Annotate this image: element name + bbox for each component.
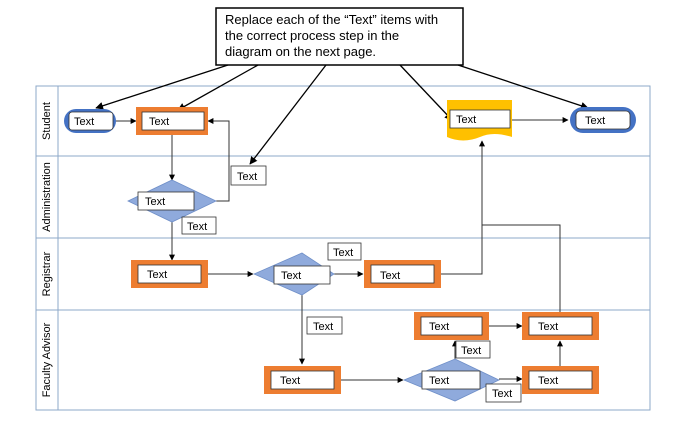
faculty-down-label-text: Text <box>313 321 333 333</box>
admin-text-label-text: Text <box>237 171 257 183</box>
flow-connectors <box>116 117 569 383</box>
admin-branch-label: Text <box>181 216 217 235</box>
faculty-up-label: Text <box>455 340 491 359</box>
registrar-task-1-label: Text <box>147 269 167 281</box>
registrar-task-1: Text <box>131 260 208 288</box>
faculty-task-bottom-label: Text <box>280 375 300 387</box>
student-task-box: Text <box>136 107 208 135</box>
faculty-no-label-text: Text <box>492 388 512 400</box>
faculty-task-top: Text <box>414 312 489 340</box>
faculty-up-label-text: Text <box>461 345 481 357</box>
callout-line-3: diagram on the next page. <box>225 44 376 59</box>
lane-label-faculty-advisor: Faculty Advisor <box>41 322 53 397</box>
lane-label-student: Student <box>41 102 53 140</box>
student-start-label: Text <box>74 116 94 128</box>
lane-label-administration: Administration <box>41 162 53 232</box>
faculty-task-bottom-right-label: Text <box>538 375 558 387</box>
registrar-task-2: Text <box>364 260 441 288</box>
registrar-decision-diamond: Text <box>253 252 335 296</box>
faculty-task-bottom: Text <box>264 366 341 394</box>
admin-decision-label: Text <box>145 196 165 208</box>
lane-label-registrar: Registrar <box>41 251 53 296</box>
faculty-task-top-right: Text <box>522 312 599 340</box>
student-document-label: Text <box>456 114 476 126</box>
instruction-callout: Replace each of the “Text” items with th… <box>215 7 464 66</box>
student-start-terminator: Text <box>64 109 116 133</box>
registrar-branch-label: Text <box>327 242 362 261</box>
student-task-label: Text <box>149 116 169 128</box>
admin-branch-label-text: Text <box>187 221 207 233</box>
faculty-task-top-label: Text <box>429 321 449 333</box>
faculty-down-label: Text <box>306 316 343 335</box>
registrar-decision-label: Text <box>281 270 301 282</box>
faculty-task-bottom-right: Text <box>522 366 599 394</box>
registrar-task-2-label: Text <box>380 270 400 282</box>
registrar-branch-label-text: Text <box>333 247 353 259</box>
admin-decision-diamond: Text <box>127 179 217 223</box>
callout-line-2: the correct process step in the <box>225 28 399 43</box>
faculty-decision-label: Text <box>429 375 449 387</box>
student-document: Text <box>447 100 512 141</box>
faculty-decision-diamond: Text <box>402 358 500 402</box>
callout-arrows <box>95 64 589 165</box>
student-end-terminator: Text <box>570 107 636 133</box>
admin-text-label: Text <box>230 165 267 186</box>
faculty-task-top-right-label: Text <box>538 321 558 333</box>
callout-line-1: Replace each of the “Text” items with <box>225 12 438 27</box>
student-end-label: Text <box>585 115 605 127</box>
faculty-no-label: Text <box>485 383 522 403</box>
